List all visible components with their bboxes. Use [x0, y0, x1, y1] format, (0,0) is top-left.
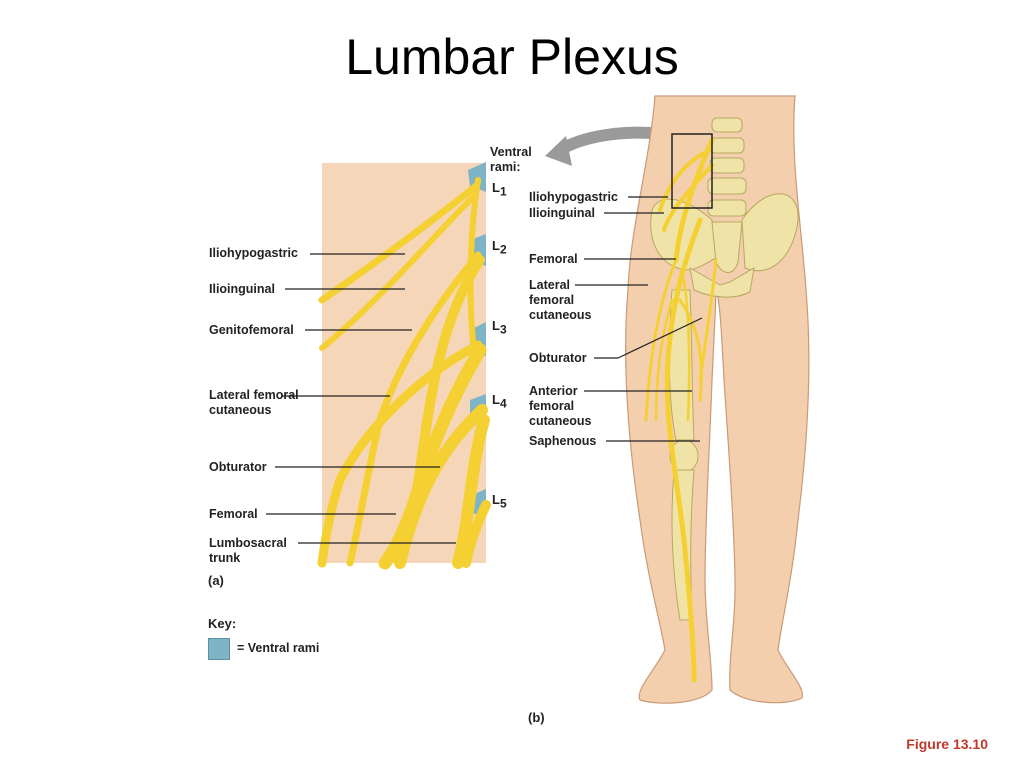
segment-l5: L5	[492, 492, 507, 511]
label-b-anterior-femoral-cutaneous: Anterior femoral cutaneous	[529, 384, 592, 428]
label-a-femoral: Femoral	[209, 507, 258, 521]
segment-l4: L4	[492, 392, 507, 411]
label-a-lumbosacral-trunk: Lumbosacral trunk	[209, 536, 287, 565]
nerve-b-femoral	[664, 217, 703, 683]
label-a-ilioinguinal: Ilioinguinal	[209, 282, 275, 296]
nerve-b-branch-2	[682, 278, 691, 422]
nerve-b-ilioinguinal	[662, 163, 714, 232]
slide-title: Lumbar Plexus	[345, 29, 679, 85]
nerve-b-lateral-femoral	[644, 258, 678, 422]
label-a-lateral-femoral-cutaneous: Lateral femoral cutaneous	[209, 388, 299, 417]
key-title: Key:	[208, 616, 237, 631]
label-b-ilioinguinal: Ilioinguinal	[529, 206, 595, 220]
nerve-b-iliohypogastric	[658, 148, 712, 212]
nerve-a-trunk	[467, 177, 481, 353]
zoom-box	[671, 133, 713, 209]
panel-b-label: (b)	[528, 710, 545, 725]
nerve-b-branch-1	[654, 298, 674, 422]
nerve-a-lumbosacral	[452, 414, 490, 569]
nerve-a-femoral	[378, 343, 487, 570]
label-b-obturator: Obturator	[529, 351, 587, 365]
label-b-iliohypogastric: Iliohypogastric	[529, 190, 618, 204]
panel-b-nerves	[644, 137, 718, 683]
nerve-a-l5	[461, 500, 491, 568]
panel-b-leader-lines	[575, 196, 703, 442]
panel-a-label: (a)	[208, 573, 224, 588]
figure-reference: Figure 13.10	[906, 736, 988, 752]
key-swatch	[208, 638, 230, 660]
nerve-b-anterior-femoral	[678, 298, 703, 402]
segment-l1: L1	[492, 180, 507, 199]
label-b-saphenous: Saphenous	[529, 434, 597, 448]
ventral-rami-heading: Ventral rami:	[490, 145, 532, 174]
panel-a-nerves	[317, 177, 491, 570]
nerve-a-iliohypogastric	[318, 182, 480, 304]
key-entry: = Ventral rami	[237, 641, 320, 655]
label-a-iliohypogastric: Iliohypogastric	[209, 246, 298, 260]
label-a-obturator: Obturator	[209, 460, 267, 474]
label-a-genitofemoral: Genitofemoral	[209, 323, 294, 337]
label-b-lateral-femoral-cutaneous: Lateral femoral cutaneous	[529, 278, 592, 322]
panel-a-leader-lines	[266, 253, 456, 544]
segment-l2: L2	[492, 238, 507, 257]
segment-l3: L3	[492, 318, 507, 337]
label-b-femoral: Femoral	[529, 252, 578, 266]
